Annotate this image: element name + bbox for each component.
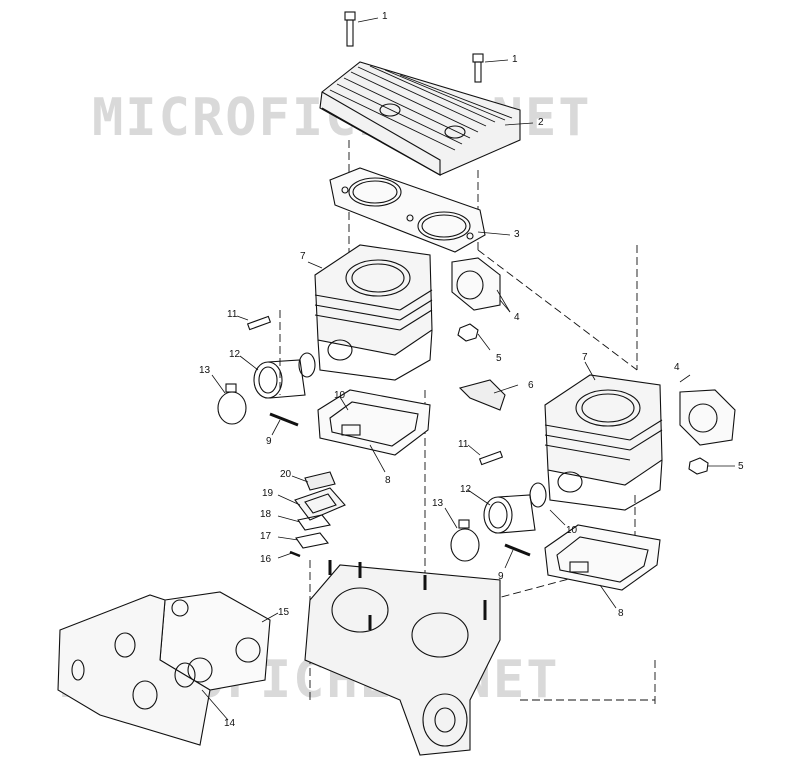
long-screw-icon (269, 412, 299, 427)
leader-lines (201, 17, 735, 721)
callout-label: 13 (199, 365, 211, 376)
small-screw-icon (289, 550, 301, 558)
crankcase-icon (304, 560, 501, 756)
callout-label: 10 (566, 525, 578, 536)
callout-label: 18 (260, 509, 272, 520)
exhaust-gasket-right-icon (679, 389, 736, 446)
callout-label: 7 (300, 251, 306, 262)
o-ring-icon (298, 352, 316, 378)
callout-label: 12 (229, 349, 241, 360)
exhaust-gasket-left-icon (451, 257, 501, 311)
callout-label: 5 (496, 353, 502, 364)
o-ring-icon (529, 482, 547, 508)
callout-label: 15 (278, 607, 290, 618)
head-bolt-icon (472, 53, 484, 83)
reed-plate-icon (295, 532, 329, 549)
base-gasket-right-icon (544, 524, 661, 591)
alignment-lines (279, 140, 656, 705)
callout-label: 4 (674, 362, 680, 373)
heat-shield-icon (57, 594, 211, 746)
cylinder-head-icon (319, 61, 521, 176)
nut-icon (688, 457, 709, 475)
callout-label: 13 (432, 498, 444, 509)
callout-label: 1 (382, 11, 388, 22)
cylinder-left-icon (314, 244, 433, 381)
callout-label: 11 (458, 439, 469, 450)
callout-label: 5 (738, 461, 744, 472)
callout-label: 14 (224, 718, 236, 729)
head-bolt-icon (344, 11, 356, 47)
reed-stop-icon (304, 471, 336, 491)
callout-label: 4 (514, 312, 520, 323)
screw-icon (246, 315, 272, 331)
callout-label: 1 (512, 54, 518, 65)
cylinder-right-icon (544, 374, 663, 511)
callout-label: 9 (498, 571, 504, 582)
callout-label: 2 (538, 117, 544, 128)
callout-label: 17 (260, 531, 272, 542)
bracket-icon (458, 379, 506, 411)
clamp-icon (217, 383, 247, 425)
callout-label: 3 (514, 229, 520, 240)
reed-valve-block-icon (294, 487, 346, 521)
clamp-icon (450, 519, 480, 562)
callout-label: 7 (582, 352, 588, 363)
callout-label: 11 (227, 309, 238, 320)
callout-label: 10 (334, 390, 346, 401)
callout-label: 16 (260, 554, 272, 565)
screw-icon (478, 450, 504, 466)
reed-petal-icon (297, 514, 331, 531)
callout-label: 20 (280, 469, 292, 480)
intake-adaptor-left-icon (253, 359, 306, 399)
nut-icon (457, 323, 479, 342)
callout-label: 9 (266, 436, 272, 447)
callout-label: 8 (618, 608, 624, 619)
long-screw-icon (504, 543, 531, 557)
callout-label: 19 (262, 488, 274, 499)
intake-adaptor-right-icon (483, 494, 536, 534)
callout-label: 12 (460, 484, 472, 495)
callout-label: 8 (385, 475, 391, 486)
head-gasket-icon (329, 167, 486, 253)
callout-label: 6 (528, 380, 534, 391)
